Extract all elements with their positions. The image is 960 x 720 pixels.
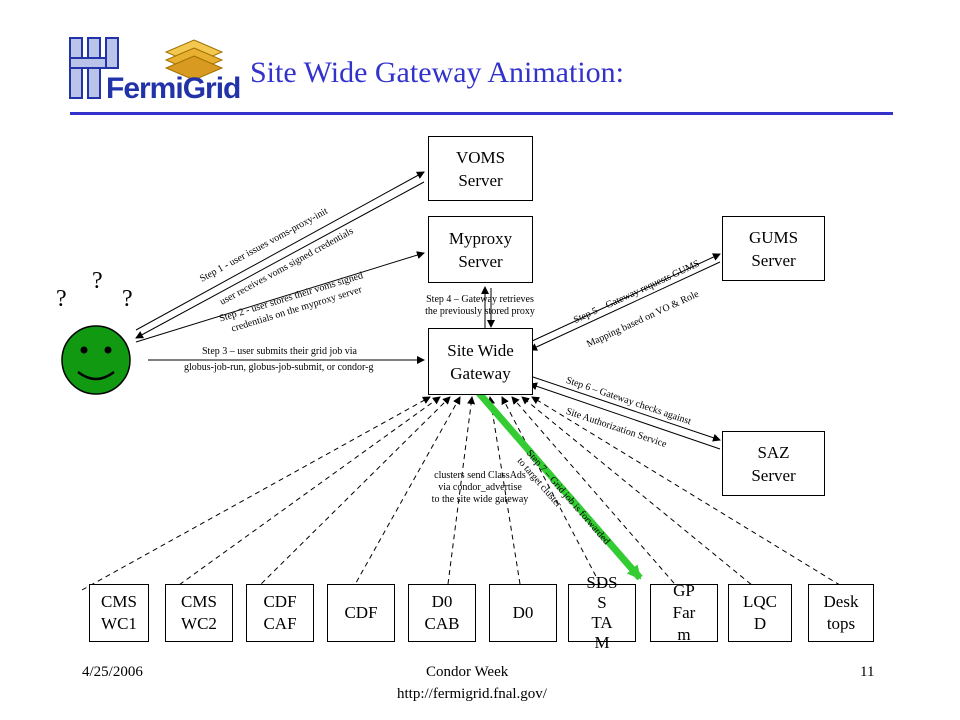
site-wide-gateway-box: Site Wide Gateway	[428, 328, 533, 395]
gums-server-box: GUMS Server	[722, 216, 825, 281]
footer-date: 4/25/2006	[82, 664, 143, 680]
cluster-box-cdf: CDF	[327, 584, 395, 642]
cluster-box-d0: D0	[489, 584, 557, 642]
step3-label: Step 3 – user submits their grid job via	[202, 346, 357, 357]
footer-url: http://fermigrid.fnal.gov/	[397, 686, 547, 702]
classad-line-sdss	[501, 396, 601, 585]
cluster-box-gp-farm: GP Far m	[650, 581, 718, 644]
cluster-box-sdss: SDS S TA M	[568, 573, 636, 652]
step5-return-arrow	[529, 261, 721, 351]
step7-green-arrow	[475, 389, 643, 581]
step6-arrow	[529, 375, 721, 442]
classads-label: clusters send ClassAds via condor_advert…	[431, 470, 529, 505]
classad-line-gp-farm	[511, 396, 681, 591]
classad-line-desktops	[531, 396, 849, 591]
footer-center: Condor Week	[426, 664, 509, 680]
step3-label-line2: globus-job-run, globus-job-submit, or co…	[184, 362, 374, 373]
footer-page-number: 11	[860, 664, 875, 680]
step1-return-arrow	[135, 181, 425, 339]
classad-line-d0	[487, 396, 521, 585]
step4-label: Step 4 – Gateway retrieves the previousl…	[425, 294, 535, 317]
step2-arrow	[135, 251, 425, 343]
myproxy-server-box: Myproxy Server	[428, 216, 533, 283]
classad-line-cms-wc2	[171, 396, 441, 591]
step1-arrow	[135, 171, 425, 331]
step5-arrow	[529, 253, 721, 343]
question-mark: ?	[92, 268, 103, 294]
slide-title: Site Wide Gateway Animation:	[250, 56, 625, 89]
logo-graphic-icon	[69, 37, 224, 99]
voms-server-box: VOMS Server	[428, 136, 533, 201]
cluster-box-cms-wc1: CMS WC1	[89, 584, 149, 642]
saz-server-box: SAZ Server	[722, 431, 825, 496]
step6-return-arrow	[529, 382, 721, 450]
question-mark: ?	[56, 286, 67, 312]
classad-line-cms-wc1	[81, 396, 431, 591]
classad-line-lqcd	[521, 396, 759, 591]
question-mark: ?	[122, 286, 133, 312]
logo-text: FermiGrid	[106, 72, 241, 105]
title-rule	[70, 112, 893, 115]
cluster-box-cdf-caf: CDF CAF	[246, 584, 314, 642]
cluster-box-lqcd: LQC D	[728, 584, 792, 642]
cluster-box-cms-wc2: CMS WC2	[165, 584, 233, 642]
classad-line-cdf	[351, 396, 461, 591]
classad-line-cdf-caf	[254, 396, 451, 591]
cluster-box-desktops: Desk tops	[808, 584, 874, 642]
cluster-box-d0-cab: D0 CAB	[408, 584, 476, 642]
classad-line-d0-cab	[447, 396, 476, 585]
smiley-face-icon	[61, 325, 131, 395]
fermigrid-logo: FermiGrid	[66, 28, 241, 108]
